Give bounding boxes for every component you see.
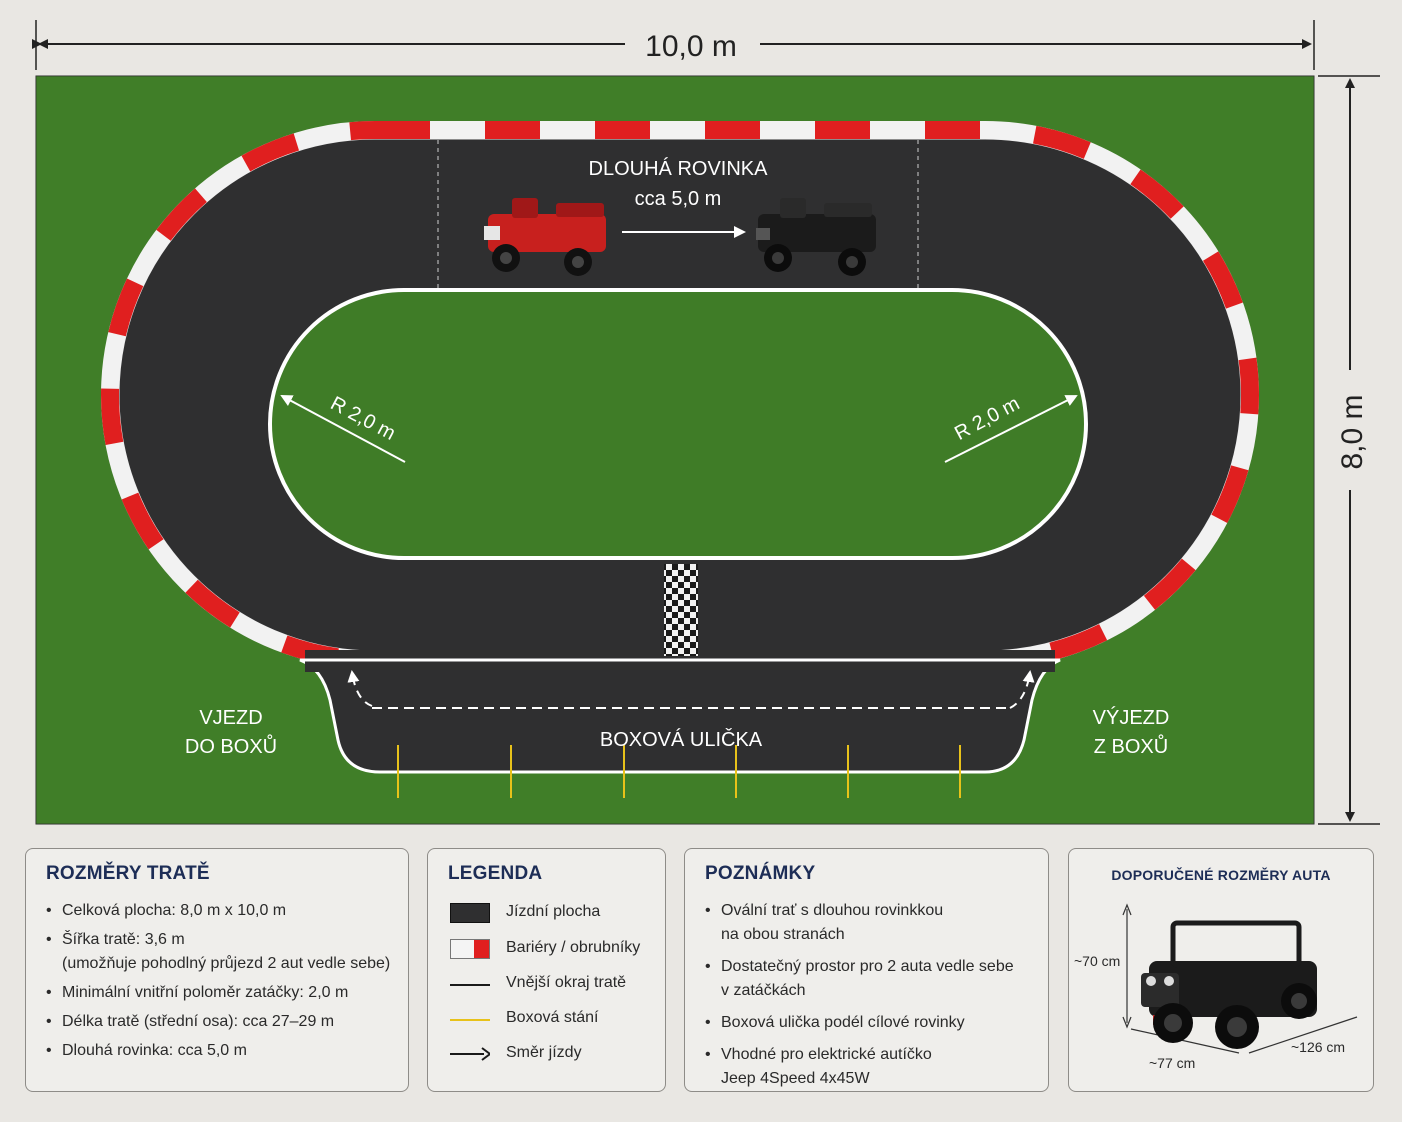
black-jeep-car-icon — [756, 198, 876, 276]
pit-entry-label-2: DO BOXŮ — [185, 734, 277, 758]
track-diagram: R 2,0 m R 2,0 m DLOUHÁ ROVINKA cca 5,0 m… — [32, 20, 1380, 825]
list-item: Šířka tratě: 3,6 m(umožňuje pohodlný prů… — [46, 928, 398, 976]
asphalt-swatch-icon — [450, 903, 490, 923]
black-jeep-car-icon — [1122, 903, 1358, 1054]
dimensions-panel: ROZMĚRY TRATĚ Celková plocha: 8,0 m x 10… — [25, 848, 409, 1092]
height-dimension: 8,0 m — [1318, 75, 1380, 825]
list-item: Minimální vnitřní poloměr zatáčky: 2,0 m — [46, 981, 398, 1005]
pit-box-lines — [397, 745, 961, 798]
pit-lane-surface — [299, 658, 1061, 774]
direction-arrow-icon — [450, 1047, 490, 1061]
pit-entry-label-1: VJEZD — [199, 707, 262, 729]
straight-length-label: cca 5,0 m — [635, 188, 722, 210]
legend-panel: LEGENDA Jízdní plocha Bariéry / obrubník… — [427, 848, 666, 1092]
pit-lane-label: BOXOVÁ ULIČKA — [600, 728, 763, 751]
infield-grass — [268, 288, 1088, 560]
list-item: Dlouhá rovinka: cca 5,0 m — [46, 1039, 398, 1063]
dimensions-title: ROZMĚRY TRATĚ — [46, 863, 210, 884]
width-dimension: 10,0 m — [32, 20, 1315, 70]
list-item: Celková plocha: 8,0 m x 10,0 m — [46, 899, 398, 923]
checkered-finish-line-icon — [664, 564, 698, 656]
car-length-label: ~126 cm — [1291, 1039, 1346, 1055]
legend-item: Boxová stání — [450, 1007, 670, 1031]
car-size-title: DOPORUČENÉ ROZMĚRY AUTA — [1111, 867, 1331, 883]
dimensions-list: Celková plocha: 8,0 m x 10,0 m Šířka tra… — [46, 899, 398, 1068]
car-height-label: ~70 cm — [1074, 953, 1121, 969]
height-label: 8,0 m — [1336, 394, 1369, 469]
legend-item: Jízdní plocha — [450, 901, 670, 925]
barrier-swatch-icon — [450, 939, 490, 959]
list-item: Dostatečný prostor pro 2 auta vedle sebe… — [705, 955, 1038, 1003]
edge-line-icon — [450, 984, 490, 986]
width-label: 10,0 m — [645, 30, 737, 63]
list-item: Délka tratě (střední osa): cca 27–29 m — [46, 1010, 398, 1034]
red-jeep-car-icon — [484, 198, 606, 276]
legend-title: LEGENDA — [448, 863, 543, 884]
legend-item: Bariéry / obrubníky — [450, 937, 670, 961]
car-size-panel: DOPORUČENÉ ROZMĚRY AUTA ~70 cm ~77 cm ~1… — [1068, 848, 1374, 1092]
legend-item: Vnější okraj tratě — [450, 972, 670, 996]
legend-item: Směr jízdy — [450, 1042, 670, 1066]
notes-title: POZNÁMKY — [705, 863, 816, 884]
list-item: Boxová ulička podél cílové rovinky — [705, 1011, 1038, 1035]
pit-box-line-icon — [450, 1019, 490, 1021]
pit-route-arrow — [347, 670, 373, 707]
pit-exit-label-1: VÝJEZD — [1093, 706, 1170, 729]
straight-label: DLOUHÁ ROVINKA — [589, 157, 769, 180]
pit-exit-label-2: Z BOXŮ — [1094, 734, 1168, 758]
car-width-label: ~77 cm — [1149, 1055, 1196, 1071]
notes-panel: POZNÁMKY Ovální trať s dlouhou rovinkkou… — [684, 848, 1049, 1092]
